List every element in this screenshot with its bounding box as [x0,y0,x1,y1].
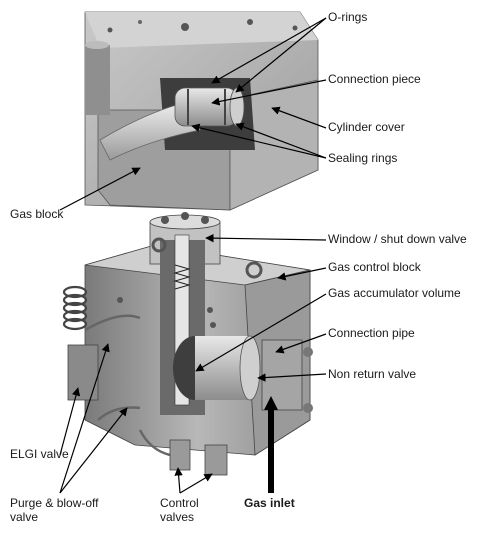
leader-o-rings-2 [235,17,327,93]
label-o-rings: O-rings [328,10,368,24]
leader-cylinder-cover [271,106,327,129]
top-illustration [84,11,319,211]
label-control-line1: Control [160,496,199,510]
label-purge-line2: valve [10,510,39,524]
leader-purge-1 [59,343,110,494]
bottom-illustration [62,212,313,476]
label-gas-block: Gas block [10,207,64,221]
leader-non-return-valve [257,373,327,382]
label-sealing-rings: Sealing rings [328,151,398,165]
label-connection-pipe: Connection pipe [328,326,415,340]
leader-o-rings-1 [211,17,327,84]
label-control-line2: valves [160,510,195,524]
gas-inlet-arrow [264,396,278,493]
leader-purge-2 [59,407,128,494]
leader-window-valve [205,233,327,243]
leader-lines [59,17,327,494]
leader-elgi-valve [59,387,81,456]
leader-control-2 [179,473,213,494]
leader-gas-control-block [277,267,327,281]
leader-control-1 [174,467,183,494]
leader-gas-block [59,167,141,211]
label-connection-piece: Connection piece [328,72,421,86]
label-gas-inlet: Gas inlet [244,496,295,510]
label-gas-accumulator: Gas accumulator volume [328,286,461,300]
label-gas-control-block: Gas control block [328,260,421,274]
label-window-valve: Window / shut down valve [328,232,467,246]
leader-sealing-rings-1 [191,123,327,159]
leader-sealing-rings-2 [235,122,327,159]
label-cylinder-cover: Cylinder cover [328,120,405,134]
label-elgi-valve: ELGI valve [10,447,69,461]
label-non-return-valve: Non return valve [328,367,417,381]
leader-connection-pipe [275,333,327,354]
label-purge-line1: Purge & blow-off [10,496,99,510]
leader-connection-piece [211,79,327,106]
leader-gas-accumulator [195,293,327,372]
